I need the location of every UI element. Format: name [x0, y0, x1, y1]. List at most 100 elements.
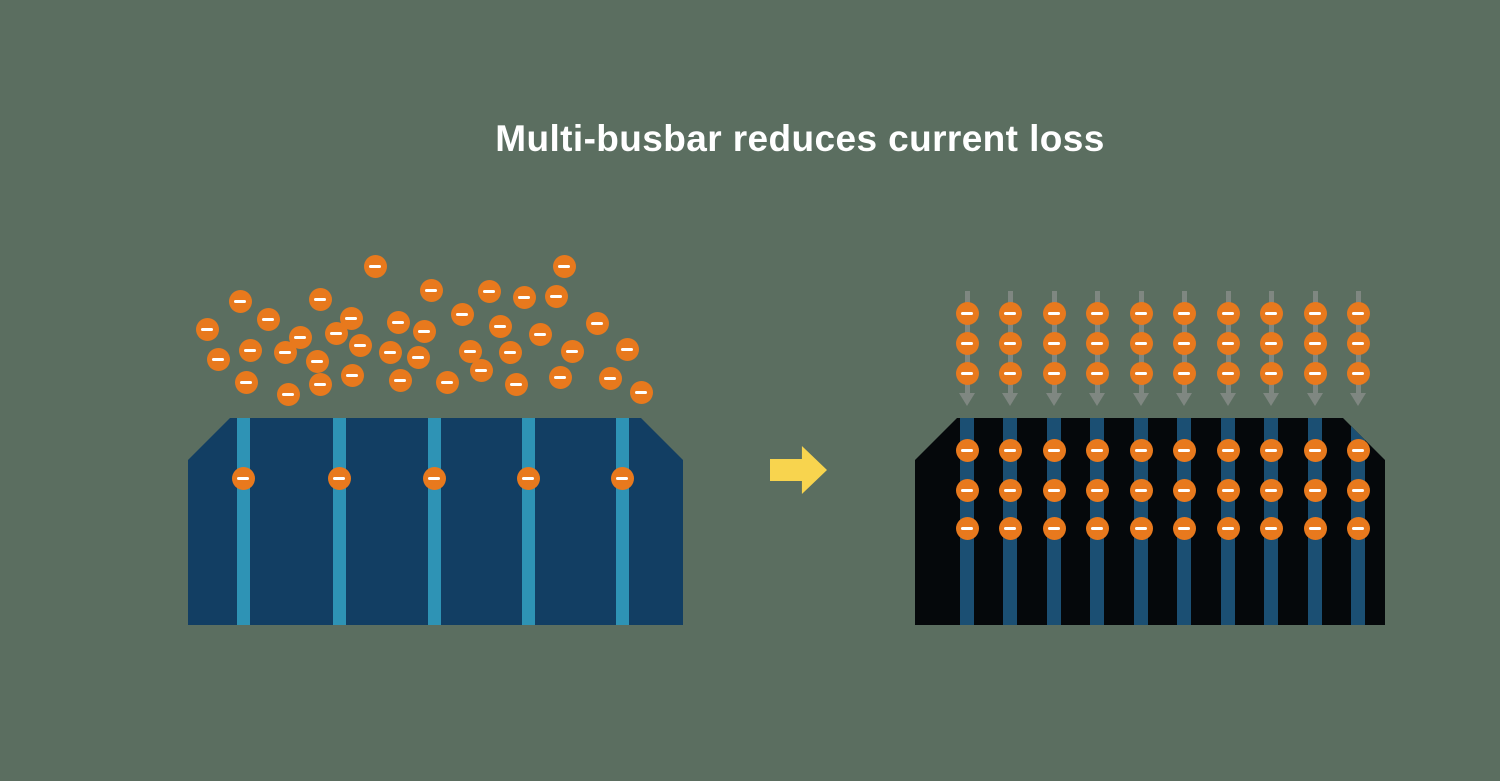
current-flow-arrowhead-icon: [1002, 393, 1018, 406]
electron-icon: [504, 372, 528, 396]
minus-icon: [464, 349, 476, 353]
current-flow-arrowhead-icon: [1350, 393, 1366, 406]
minus-icon: [1309, 488, 1321, 492]
minus-icon: [504, 350, 516, 354]
electron-icon: [1303, 438, 1327, 462]
electron-icon: [1129, 516, 1153, 540]
minus-icon: [384, 350, 396, 354]
electron-icon: [610, 466, 634, 490]
electron-icon: [1085, 438, 1109, 462]
minus-icon: [294, 335, 306, 339]
electron-icon: [324, 321, 348, 345]
minus-icon: [1004, 488, 1016, 492]
minus-icon: [1048, 526, 1060, 530]
electron-icon: [288, 325, 312, 349]
minus-icon: [244, 348, 256, 352]
electron-icon: [598, 366, 622, 390]
minus-icon: [961, 488, 973, 492]
electron-icon: [1042, 361, 1066, 385]
electron-icon: [998, 301, 1022, 325]
electron-icon: [488, 314, 512, 338]
minus-icon: [1309, 341, 1321, 345]
minus-icon: [354, 343, 366, 347]
electron-icon: [1259, 331, 1283, 355]
electron-icon: [1172, 438, 1196, 462]
electron-icon: [998, 478, 1022, 502]
electron-icon: [339, 306, 363, 330]
electron-icon: [256, 307, 280, 331]
minus-icon: [961, 341, 973, 345]
minus-icon: [240, 380, 252, 384]
electron-icon: [1172, 301, 1196, 325]
electron-icon: [1346, 331, 1370, 355]
minus-icon: [1091, 488, 1103, 492]
electron-icon: [1216, 516, 1240, 540]
minus-icon: [475, 368, 487, 372]
minus-icon: [1178, 488, 1190, 492]
minus-icon: [279, 350, 291, 354]
minus-icon: [1222, 311, 1234, 315]
minus-icon: [1135, 526, 1147, 530]
minus-icon: [1222, 341, 1234, 345]
minus-icon: [522, 476, 534, 480]
electron-icon: [615, 337, 639, 361]
electron-icon: [458, 339, 482, 363]
electron-icon: [1042, 331, 1066, 355]
electron-icon: [1172, 331, 1196, 355]
minus-icon: [635, 390, 647, 394]
electron-icon: [1216, 438, 1240, 462]
minus-icon: [1222, 448, 1234, 452]
electron-icon: [955, 361, 979, 385]
electron-icon: [1346, 438, 1370, 462]
minus-icon: [262, 317, 274, 321]
minus-icon: [1178, 341, 1190, 345]
current-flow-arrowhead-icon: [959, 393, 975, 406]
electron-icon: [955, 301, 979, 325]
electron-icon: [1216, 478, 1240, 502]
minus-icon: [604, 376, 616, 380]
left-solar-cell-standard-busbar: [188, 418, 683, 625]
minus-icon: [1309, 526, 1321, 530]
electron-icon: [498, 340, 522, 364]
current-flow-arrowhead-icon: [1220, 393, 1236, 406]
electron-icon: [1346, 361, 1370, 385]
electron-icon: [340, 363, 364, 387]
minus-icon: [1265, 448, 1277, 452]
minus-icon: [1048, 371, 1060, 375]
electron-icon: [1172, 516, 1196, 540]
minus-icon: [282, 392, 294, 396]
current-flow-arrowhead-icon: [1089, 393, 1105, 406]
electron-icon: [998, 331, 1022, 355]
minus-icon: [1091, 526, 1103, 530]
minus-icon: [428, 476, 440, 480]
electron-icon: [388, 368, 412, 392]
minus-icon: [237, 476, 249, 480]
electron-icon: [276, 382, 300, 406]
electron-icon: [955, 478, 979, 502]
electron-icon: [1259, 478, 1283, 502]
minus-icon: [1352, 341, 1364, 345]
electron-icon: [412, 319, 436, 343]
electron-icon: [406, 345, 430, 369]
minus-icon: [1352, 448, 1364, 452]
minus-icon: [558, 264, 570, 268]
minus-icon: [201, 327, 213, 331]
minus-icon: [1352, 526, 1364, 530]
minus-icon: [412, 355, 424, 359]
minus-icon: [518, 295, 530, 299]
electron-icon: [1303, 361, 1327, 385]
minus-icon: [1265, 488, 1277, 492]
minus-icon: [314, 382, 326, 386]
electron-icon: [435, 370, 459, 394]
minus-icon: [1178, 448, 1190, 452]
minus-icon: [1265, 311, 1277, 315]
minus-icon: [1309, 371, 1321, 375]
electron-icon: [560, 339, 584, 363]
minus-icon: [1135, 448, 1147, 452]
minus-icon: [346, 373, 358, 377]
electron-icon: [419, 278, 443, 302]
electron-icon: [1303, 331, 1327, 355]
minus-icon: [1178, 371, 1190, 375]
